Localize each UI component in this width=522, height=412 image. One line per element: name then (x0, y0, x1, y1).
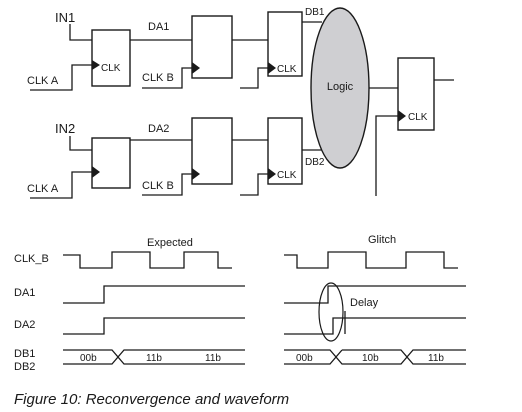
clk-b-label-row1: CLK B (142, 72, 174, 84)
clk-b-branch-row1 (240, 67, 268, 89)
output-clock-wire (375, 115, 398, 196)
bus-value-glitch-1: 00b (296, 353, 313, 364)
in1-wire (69, 24, 92, 41)
bus-value-expected-2: 11b (146, 353, 162, 364)
delay-label: Delay (350, 297, 379, 309)
logic-label: Logic (327, 81, 354, 93)
signal-label-da1: DA1 (14, 287, 35, 299)
expected-waveform-panel: Expected CLK_B DA1 DA2 DB1 DB2 00b 11b 1… (14, 237, 245, 373)
clk-b-label-row2: CLK B (142, 180, 174, 192)
clk-b-waveform-glitch (284, 251, 458, 269)
da2-label: DA2 (148, 123, 169, 135)
da1-label: DA1 (148, 21, 169, 33)
bus-segment-glitch-3 (406, 349, 466, 365)
flipflop-da2 (191, 117, 233, 185)
bus-value-expected-1: 00b (80, 353, 97, 364)
input-in2-label: IN2 (55, 121, 75, 136)
clock-triangle-icon (268, 168, 276, 180)
bus-value-glitch-3: 11b (428, 353, 444, 364)
flipflop-in2 (91, 137, 131, 189)
da2-waveform-glitch (284, 317, 466, 335)
expected-title: Expected (147, 237, 193, 249)
clk-b-waveform-expected (63, 251, 232, 269)
clk-b-wire-row1 (142, 67, 192, 89)
signal-label-clk-b: CLK_B (14, 253, 49, 265)
clk-a-wire-row2 (30, 171, 92, 199)
signal-label-da2: DA2 (14, 319, 35, 331)
figure-caption: Figure 10: Reconvergence and waveform (14, 391, 289, 408)
glitch-waveform-panel: Glitch Delay 00b 10b 11b (284, 234, 466, 365)
da2-waveform-expected (63, 317, 245, 335)
clk-b-branch-row2 (240, 173, 268, 196)
bus-label-db1: DB1 (14, 348, 35, 360)
bus-value-expected-3: 11b (205, 353, 221, 364)
flipflop-clk-label: CLK (277, 64, 297, 75)
flipflop-clk-label: CLK (277, 170, 297, 181)
glitch-title: Glitch (368, 234, 396, 246)
input-in1-label: IN1 (55, 10, 75, 25)
clock-triangle-icon (92, 166, 100, 178)
clock-triangle-icon (398, 110, 406, 122)
flipflop-clk-label: CLK (101, 63, 121, 74)
clock-triangle-icon (192, 168, 200, 180)
clock-triangle-icon (192, 62, 200, 74)
clk-a-label-row2: CLK A (27, 183, 59, 195)
flipflop-db1 (267, 11, 303, 77)
in2-wire (69, 136, 92, 151)
clock-triangle-icon (268, 62, 276, 74)
flipflop-output (397, 57, 435, 131)
clock-triangle-icon (92, 60, 100, 70)
da1-waveform-glitch (284, 285, 466, 304)
clk-a-label-row1: CLK A (27, 75, 59, 87)
da1-waveform-expected (63, 285, 245, 304)
row-2: IN2 CLK A DA2 CLK B CLK DB2 (27, 117, 325, 199)
delay-highlight-ellipse (318, 282, 344, 342)
clk-b-wire-row2 (142, 173, 192, 196)
clk-a-wire-row1 (30, 64, 92, 91)
bus-label-db2: DB2 (14, 361, 35, 373)
db1-label: DB1 (305, 7, 325, 18)
row-1: IN1 CLK CLK A DA1 CLK B CLK DB1 (27, 7, 325, 91)
db2-label: DB2 (305, 157, 325, 168)
flipflop-db2 (267, 117, 303, 185)
flipflop-in1 (91, 29, 131, 87)
bus-value-glitch-2: 10b (362, 353, 379, 364)
flipflop-clk-label: CLK (408, 112, 428, 123)
bus-segment-glitch-2 (335, 349, 408, 365)
bus-segment-expected-2 (117, 349, 245, 365)
